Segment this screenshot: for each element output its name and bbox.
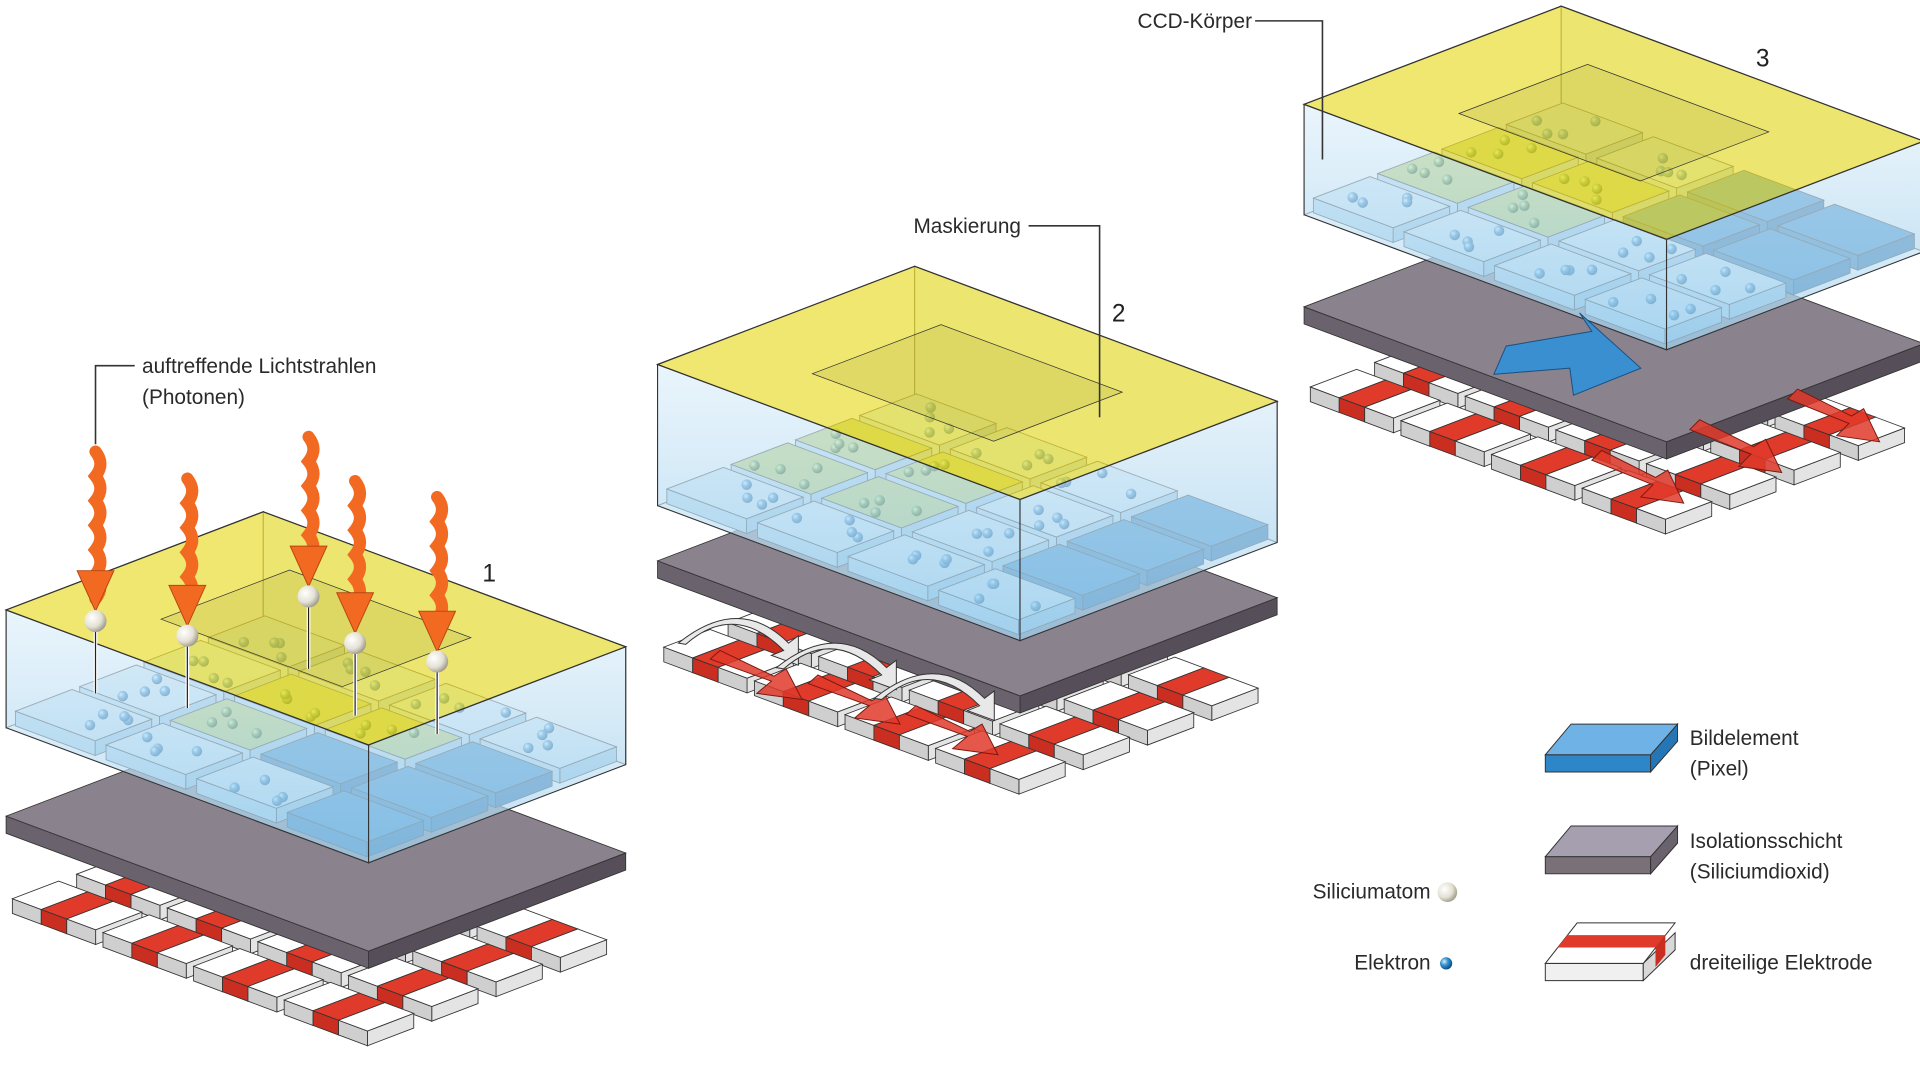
electrode-segment-top bbox=[1454, 422, 1532, 453]
electrode-segment-top bbox=[246, 968, 325, 998]
step-number-2: 2 bbox=[1112, 301, 1126, 328]
legend-pixel-icon bbox=[1544, 722, 1679, 774]
legend-electrode-icon bbox=[1544, 922, 1677, 982]
panel-2-masking-transfer bbox=[655, 265, 1279, 795]
charge-shift-arrow bbox=[1590, 449, 1685, 504]
ccd-body-top-surface bbox=[4, 511, 628, 746]
electrode-segment-top bbox=[337, 1002, 415, 1032]
legend-slab-top bbox=[1544, 825, 1679, 858]
legend-electrode-label: dreiteilige Elektrode bbox=[1690, 952, 1873, 975]
charge-shift-arrow bbox=[1786, 388, 1881, 443]
electrode-segment-top bbox=[1117, 701, 1195, 731]
legend-slab-front bbox=[1544, 856, 1652, 875]
charge-shift-arrow bbox=[1688, 419, 1783, 474]
charge-transfer-arrow bbox=[775, 642, 897, 691]
legend-electrode-front bbox=[1544, 962, 1644, 982]
electrode-segment-top bbox=[530, 928, 608, 958]
masking-area bbox=[811, 324, 1124, 442]
masking-area bbox=[1457, 64, 1770, 182]
charge-shift-arrow bbox=[905, 705, 999, 756]
silicon-atom bbox=[297, 585, 320, 608]
masking-leader-line bbox=[1028, 225, 1101, 418]
legend-insulation-label: Isolationsschicht bbox=[1690, 830, 1843, 853]
photons-leader-line bbox=[94, 364, 135, 445]
photon-arrow-shaft bbox=[300, 430, 320, 566]
legend-pixel-label-sub: (Pixel) bbox=[1690, 758, 1749, 781]
electrode-segment-top bbox=[401, 977, 480, 1007]
masking-label: Maskierung bbox=[913, 215, 1021, 238]
photon-arrow-head bbox=[76, 570, 115, 613]
silicon-atom-icon bbox=[1437, 882, 1458, 903]
electrode-segment-top bbox=[1699, 465, 1778, 496]
electrode-segment-top bbox=[988, 750, 1067, 780]
electrode-segment-top bbox=[465, 953, 544, 983]
electrode-segment-top bbox=[156, 934, 234, 964]
electrode-segment-top bbox=[65, 900, 144, 931]
ccd-body-top-surface bbox=[1302, 5, 1920, 240]
charge-transfer-arrow bbox=[677, 618, 799, 666]
charge-shift-arrow bbox=[709, 649, 803, 701]
legend-electron-label: Elektron bbox=[1354, 952, 1430, 975]
legend-insulation-icon bbox=[1544, 824, 1679, 876]
annotations: auftreffende Lichtstrahlen (Photonen) 1 … bbox=[94, 10, 1770, 588]
silicon-atom bbox=[426, 650, 449, 673]
legend: Bildelement (Pixel) Isolationsschicht (S… bbox=[1313, 722, 1873, 982]
step-number-1: 1 bbox=[482, 561, 496, 588]
ccd-body-leader-line bbox=[1255, 20, 1324, 160]
electrode-segment-top bbox=[1363, 389, 1442, 419]
photons-label: auftreffende Lichtstrahlen bbox=[142, 355, 376, 378]
electrode-segment-top bbox=[1763, 441, 1842, 471]
silicon-atom bbox=[344, 632, 367, 655]
electron-icon bbox=[1440, 957, 1453, 970]
panel-3-charge-readout bbox=[1302, 5, 1920, 535]
panel-1-exposure bbox=[4, 430, 628, 1047]
photon-arrow-shaft bbox=[179, 472, 199, 608]
photons-label-sub: (Photonen) bbox=[142, 386, 245, 409]
legend-insulation-label-sub: (Siliciumdioxid) bbox=[1690, 861, 1830, 884]
readout-arrow bbox=[1493, 312, 1642, 396]
legend-slab-top bbox=[1544, 723, 1679, 756]
photon-arrow-shaft bbox=[429, 490, 449, 626]
silicon-atom bbox=[84, 609, 107, 633]
photon-arrow-head bbox=[168, 584, 207, 628]
charge-transfer-arrow bbox=[873, 673, 995, 722]
photon-arrow-head bbox=[418, 610, 457, 653]
silicon-atom bbox=[176, 624, 199, 647]
legend-silicon-atom-label: Siliciumatom bbox=[1313, 880, 1431, 903]
step-number-3: 3 bbox=[1756, 45, 1770, 72]
legend-slab-front bbox=[1544, 754, 1652, 773]
legend-pixel-label: Bildelement bbox=[1690, 727, 1799, 750]
ccd-body-label: CCD-Körper bbox=[1138, 10, 1253, 33]
legend-electrode-red-band bbox=[1557, 935, 1666, 948]
photon-arrow-shaft bbox=[347, 474, 367, 610]
ccd-body-top-surface bbox=[655, 265, 1279, 501]
photon-arrow-head bbox=[335, 592, 375, 635]
charge-shift-arrow bbox=[807, 674, 901, 725]
masking-area bbox=[159, 569, 472, 688]
electrode-segment-top bbox=[1053, 725, 1131, 756]
legend-electrode-red-side bbox=[1655, 935, 1666, 968]
electrode-segment-top bbox=[1181, 676, 1260, 707]
photon-arrow-head bbox=[289, 545, 328, 588]
